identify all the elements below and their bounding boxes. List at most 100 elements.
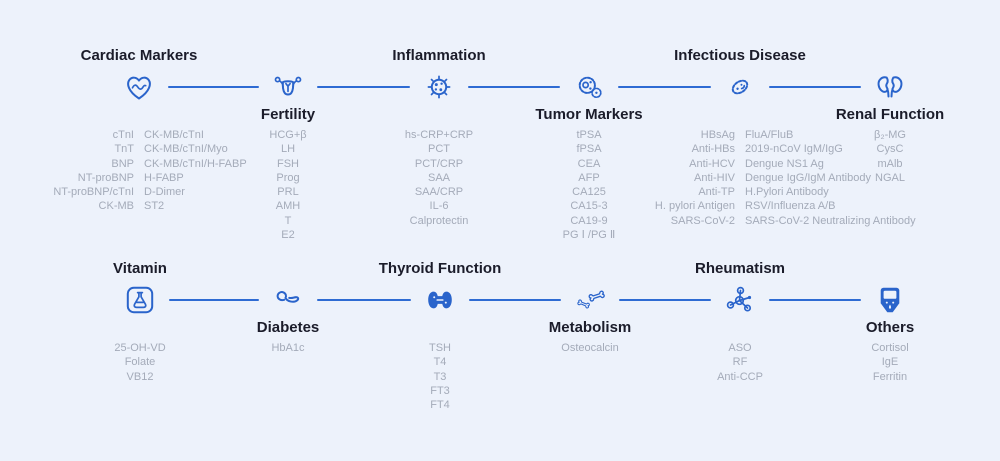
list-item: 25-OH-VD (114, 342, 166, 354)
list-item: ASO (728, 342, 752, 354)
list-item: IL-6 (429, 200, 449, 213)
list-item: H.Pylori Antibody (745, 186, 829, 199)
list-item: Calprotectin (409, 214, 469, 227)
list-item: FT3 (430, 384, 450, 397)
connector-line (769, 86, 861, 88)
diabetes-items: HbA1c (271, 341, 304, 355)
section-title-renal: Renal Function (835, 106, 945, 123)
fertility-items: HCG+β LH FSH Prog PRL AMH T E2 (269, 128, 306, 242)
list-item: CA15-3 (570, 200, 608, 213)
connector-line (317, 299, 411, 301)
list-item: CEA (577, 157, 601, 170)
list-item: ST2 (144, 200, 165, 213)
list-item: cTnI (112, 129, 134, 141)
list-item: TnT (114, 143, 134, 156)
connector-line (469, 299, 561, 301)
list-item: AMH (275, 200, 301, 213)
list-item: Dengue IgG/IgM Antibody (745, 171, 871, 184)
list-item: Dengue NS1 Ag (745, 157, 824, 170)
bacteria-icon (721, 68, 759, 106)
thyroid-items: TSH T4 T3 FT3 FT4 (429, 341, 451, 412)
list-item: CK-MB (98, 200, 134, 213)
kidneys-icon (871, 68, 909, 106)
connector-line (769, 299, 861, 301)
list-item: CK-MB/cTnI/Myo (144, 143, 228, 156)
connector-line (468, 86, 560, 88)
connector-line (317, 86, 410, 88)
list-item: HCG+β (269, 129, 307, 141)
list-item: T4 (433, 356, 447, 369)
metabolism-items: Osteocalcin (561, 341, 618, 355)
list-item: β₂-MG (874, 129, 906, 141)
list-item: FSH (276, 157, 299, 170)
connector-line (618, 86, 711, 88)
section-title-others: Others (865, 319, 915, 336)
list-item: RF (732, 356, 748, 369)
list-item: CysC (876, 143, 904, 156)
heart-ecg-icon (120, 68, 158, 106)
others-items: Cortisol IgE Ferritin (871, 341, 908, 384)
section-title-vitamin: Vitamin (113, 260, 167, 277)
list-item: D-Dimer (144, 186, 185, 199)
list-item: PCT/CRP (414, 157, 464, 170)
section-title-metabolism: Metabolism (548, 319, 632, 336)
connector-line (169, 299, 259, 301)
section-title-fertility: Fertility (260, 106, 316, 123)
renal-items: β₂-MG CysC mAlb NGAL (874, 128, 906, 185)
thyroid-icon (421, 281, 459, 319)
list-item: H-FABP (144, 171, 184, 184)
list-item: SARS-CoV-2 (670, 214, 735, 227)
section-title-tumor: Tumor Markers (535, 106, 643, 123)
list-item: PG Ⅰ /PG Ⅱ (562, 229, 616, 242)
inflammation-items: hs-CRP+CRP PCT PCT/CRP SAA SAA/CRP IL-6 … (405, 128, 473, 228)
section-title-thyroid: Thyroid Function (378, 260, 502, 277)
list-item: PRL (277, 186, 299, 199)
list-item: T (284, 214, 292, 227)
list-item: TSH (429, 342, 451, 354)
section-title-cardiac: Cardiac Markers (80, 47, 198, 64)
list-item: mAlb (877, 157, 903, 170)
list-item: tPSA (576, 129, 602, 141)
list-item: Anti-CCP (717, 370, 763, 383)
list-item: Anti-HIV (694, 171, 735, 184)
list-item: CK-MB/cTnI (144, 129, 204, 141)
pancreas-icon (269, 281, 307, 319)
connector-line (619, 299, 711, 301)
list-item: VB12 (126, 370, 154, 383)
list-item: RSV/Influenza A/B (745, 200, 836, 213)
infectious-items-right: FluA/FluB 2019-nCoV IgM/IgG Dengue NS1 A… (745, 128, 916, 228)
list-item: Ferritin (872, 370, 908, 383)
list-item: BNP (111, 157, 134, 170)
list-item: AFP (578, 171, 600, 184)
list-item: E2 (281, 229, 295, 242)
list-item: Prog (276, 171, 300, 184)
list-item: hs-CRP+CRP (404, 129, 474, 141)
list-item: NT-proBNP/cTnI (53, 186, 134, 199)
list-item: Folate (124, 356, 156, 369)
list-item: Anti-TP (698, 186, 735, 199)
vitamin-items: 25-OH-VD Folate VB12 (114, 341, 165, 384)
tumor-cells-icon (570, 68, 608, 106)
list-item: SARS-CoV-2 Neutralizing Antibody (745, 214, 916, 227)
list-item: Osteocalcin (561, 342, 619, 354)
list-item: IgE (881, 356, 899, 369)
list-item: NGAL (875, 171, 905, 184)
list-item: PCT (428, 143, 450, 156)
list-item: H. pylori Antigen (654, 200, 735, 213)
list-item: FT4 (430, 399, 450, 412)
list-item: SAA/CRP (414, 186, 464, 199)
cardiac-items-right: CK-MB/cTnI CK-MB/cTnI/Myo CK-MB/cTnI/H-F… (144, 128, 247, 214)
uterus-icon (269, 68, 307, 106)
virus-icon (420, 68, 458, 106)
list-item: T3 (433, 370, 447, 383)
list-item: 2019-nCoV IgM/IgG (745, 143, 843, 156)
list-item: HbA1c (271, 342, 305, 354)
list-item: CA19-9 (570, 214, 608, 227)
list-item: NT-proBNP (77, 171, 134, 184)
flask-icon (121, 281, 159, 319)
tumor-items: tPSA fPSA CEA AFP CA125 CA15-3 CA19-9 PG… (563, 128, 616, 242)
list-item: SAA (427, 171, 450, 184)
bone-joint-icon (571, 281, 609, 319)
cardiac-items-left: cTnI TnT BNP NT-proBNP NT-proBNP/cTnI CK… (53, 128, 134, 214)
